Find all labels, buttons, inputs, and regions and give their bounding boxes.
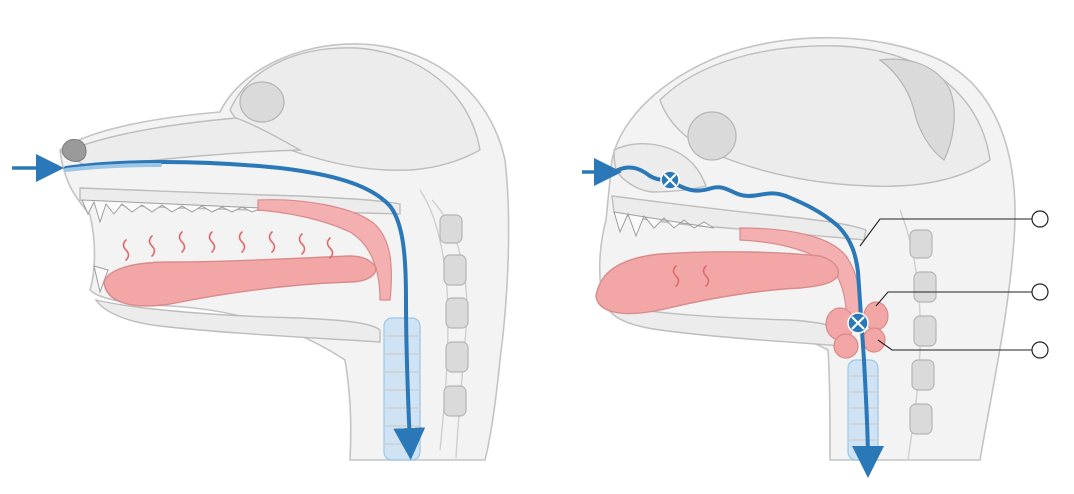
vertebra: [445, 341, 469, 373]
obstruction-marker-nasal: [660, 170, 680, 190]
heat-wave: [326, 237, 334, 259]
left-nose: [61, 139, 87, 162]
left-panel-long-snout-head: [12, 43, 510, 461]
right-cervical-spine: [899, 209, 937, 461]
heat-wave: [122, 239, 130, 261]
callout-line-larynx: [877, 339, 1040, 351]
callouts: [859, 210, 1049, 359]
heat-wave: [702, 265, 710, 287]
vertebra: [443, 385, 467, 417]
heat-wave: [178, 231, 186, 253]
left-heat-waves: [122, 231, 334, 261]
vertebra: [443, 254, 467, 286]
left-airflow-path: [64, 160, 426, 460]
heat-wave: [298, 233, 306, 255]
left-upper-teeth: [81, 199, 263, 224]
vertebra: [439, 214, 463, 244]
right-eye-orbit: [687, 111, 737, 161]
right-skull-dome: [878, 58, 955, 161]
callout-circle-1: [1031, 210, 1049, 228]
left-tongue: [103, 255, 377, 307]
callout-line-soft-palate: [859, 218, 1040, 247]
heat-wave: [238, 231, 246, 253]
callout-line-saccules: [875, 291, 1040, 307]
vertebra: [909, 229, 933, 259]
right-upper-teeth: [613, 211, 715, 238]
obstruction-marker-larynx: [847, 312, 869, 334]
right-swollen-larynx: [825, 301, 889, 359]
heat-wave: [268, 231, 276, 253]
vertebra: [909, 403, 933, 435]
left-trachea: [383, 317, 421, 461]
heat-wave: [672, 265, 680, 287]
callout-circle-2: [1031, 283, 1049, 301]
left-soft-palate: [257, 199, 392, 301]
heat-wave: [208, 231, 216, 253]
vertebra: [913, 315, 937, 347]
right-tongue: [595, 251, 840, 315]
vertebra: [445, 297, 469, 329]
vertebra: [911, 359, 935, 391]
left-lower-jaw: [94, 298, 381, 343]
right-panel-short-snout-head: [582, 36, 1016, 478]
left-airflow-highlight: [64, 163, 162, 172]
vertebra: [913, 271, 937, 303]
callout-circle-3: [1031, 341, 1049, 359]
right-heat-waves: [672, 265, 710, 287]
left-cervical-spine: [419, 189, 469, 459]
heat-wave: [148, 235, 156, 257]
left-eye-orbit: [239, 81, 285, 123]
